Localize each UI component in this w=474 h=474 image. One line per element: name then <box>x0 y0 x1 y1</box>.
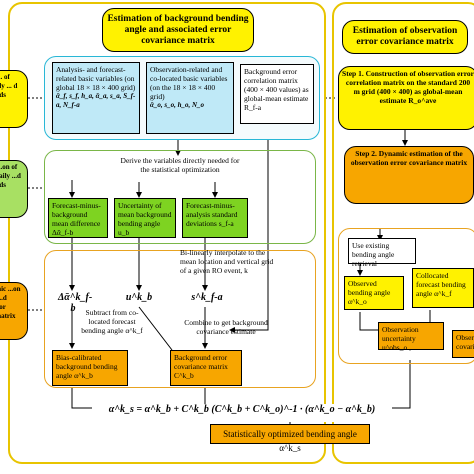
side-label-3: ...mic ...on of ...d error ...matrix <box>0 282 28 340</box>
green-box-uncertainty: Uncertainty of mean background bending a… <box>114 198 176 238</box>
collocated-angle-box: Collocated forecast bending angle α^k_f <box>412 268 474 308</box>
green-box-mean-difference: Forecast-minus-background mean differenc… <box>48 198 108 238</box>
forecast-basic-variables-box: Analysis- and forecast-related basic var… <box>52 62 140 134</box>
right-panel-frame <box>332 2 474 464</box>
optimization-equation: α^k_s = α^k_b + C^k_b (C^k_b + C^k_o)^-1… <box>92 404 392 422</box>
observation-basic-variables-text: Observation-related and co-located basic… <box>150 65 228 101</box>
symbol-u-b: u^k_b <box>125 292 153 303</box>
side-label-2: 2. ...on of ...daily ...d fields <box>0 160 28 218</box>
retrieval-note-box: Use existing bending angle retrieval <box>348 238 416 268</box>
bias-calibrated-box: Bias-calibrated background bending angle… <box>52 350 128 386</box>
symbol-delta-alpha: Δᾱ^k_f-b <box>58 292 93 314</box>
background-covariance-box: Background error covariance matrix C^k_b <box>170 350 242 386</box>
symbol-s-fa: s^k_f-a <box>191 292 223 303</box>
step2-box: Step 2. Dynamic estimation of the observ… <box>344 146 474 204</box>
right-event-group <box>338 228 474 364</box>
interpolate-note: Bi-linearly interpolate to the mean loca… <box>180 248 274 275</box>
left-panel-frame <box>8 2 326 464</box>
side-label-1: 1. ... of daily ... d fields <box>0 70 28 128</box>
background-correlation-box: Background error correlation matrix (400… <box>240 64 314 124</box>
derive-group <box>44 150 316 244</box>
observation-basic-variables-box: Observation-related and co-located basic… <box>146 62 234 134</box>
event-group <box>44 250 316 388</box>
right-panel-title: Estimation of observation error covarian… <box>342 20 468 54</box>
forecast-basic-variables-text: Analysis- and forecast-related basic var… <box>56 65 136 92</box>
forecast-symbols: ᾱ_f, s_f, h_a, ᾱ_a, s_a, S_f-a, N_f-a <box>56 92 136 109</box>
observation-uncertainty-box: Observation uncertainty u^obs_o <box>378 322 444 352</box>
subtract-note: Subtract from co-located forecast bendin… <box>81 308 143 335</box>
step1-box: Step 1. Construction of observation erro… <box>338 66 474 130</box>
optimized-result-box: Statistically optimized bending angle α^… <box>210 424 370 453</box>
combine-note: Combine to get background covariance est… <box>184 318 268 336</box>
left-panel-title: Estimation of background bending angle a… <box>102 8 254 52</box>
observation-covariance-box: Observa... covariance... <box>452 330 474 358</box>
green-box-std-deviations: Forecast-minus-analysis standard deviati… <box>182 198 248 238</box>
observed-angle-box: Observed bending angle α^k_o <box>344 276 404 310</box>
observation-symbols: ᾱ_o, s_o, h_o, N_o <box>150 101 205 109</box>
derive-note: Derive the variables directly needed for… <box>120 156 240 182</box>
